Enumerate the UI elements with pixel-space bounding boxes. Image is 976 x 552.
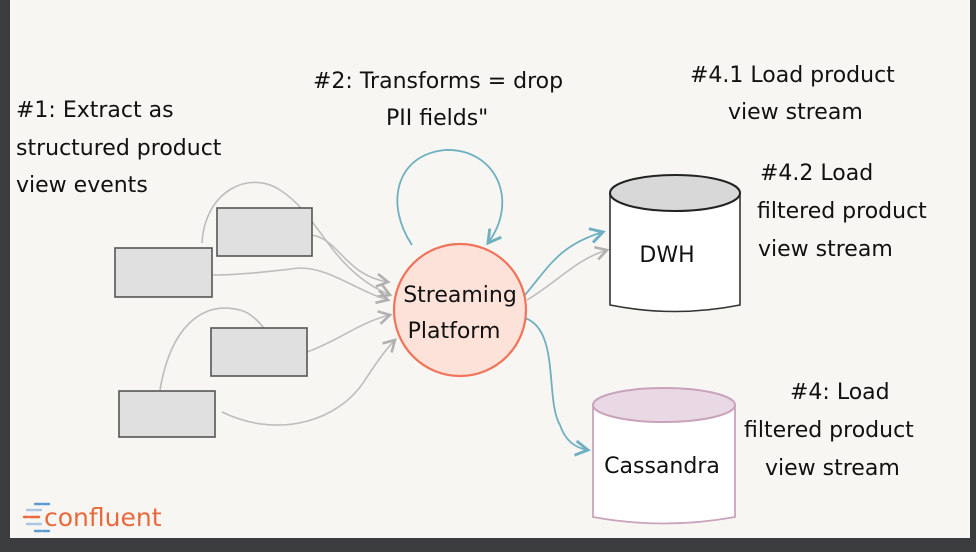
arrow-source-6 bbox=[221, 338, 397, 426]
source-box-3 bbox=[210, 327, 308, 377]
annotation-load-product-line1: #4.1 Load product bbox=[690, 63, 895, 88]
source-box-4 bbox=[118, 390, 216, 438]
annotation-load-dwh-line1: #4.2 Load bbox=[760, 161, 873, 186]
annotation-transform-line1: #2: Transforms = drop bbox=[313, 69, 563, 94]
arrow-to-cassandra bbox=[524, 317, 591, 457]
streaming-platform-node bbox=[392, 242, 528, 378]
annotation-extract-line3: view events bbox=[16, 173, 148, 198]
cassandra-database bbox=[592, 387, 736, 525]
source-box-2 bbox=[114, 247, 213, 298]
source-box-1 bbox=[216, 207, 313, 257]
arrow-to-dwh-1 bbox=[524, 227, 606, 296]
annotation-load-product-line2: view stream bbox=[728, 100, 863, 125]
confluent-logo-text: confluent bbox=[44, 503, 162, 532]
arrow-transform-loop bbox=[396, 149, 504, 246]
annotation-load-cassandra-line2: filtered product bbox=[744, 418, 914, 443]
confluent-logo-mark bbox=[22, 502, 51, 533]
arrow-source-4 bbox=[306, 310, 393, 353]
arrow-to-dwh-2 bbox=[526, 245, 610, 301]
annotation-load-dwh-line3: view stream bbox=[758, 237, 893, 262]
annotation-load-cassandra-line1: #4: Load bbox=[790, 380, 890, 405]
cassandra-label: Cassandra bbox=[604, 454, 720, 479]
arrow-source-1 bbox=[201, 181, 393, 298]
annotation-load-cassandra-line3: view stream bbox=[765, 456, 900, 481]
annotation-extract-line1: #1: Extract as bbox=[16, 98, 174, 123]
dwh-label: DWH bbox=[639, 243, 694, 268]
platform-label-line1: Streaming bbox=[403, 283, 517, 308]
dwh-database bbox=[609, 174, 741, 313]
arrow-source-3 bbox=[212, 267, 388, 300]
annotation-transform-line2: PII fields" bbox=[386, 106, 488, 131]
platform-label-line2: Platform bbox=[408, 319, 501, 344]
arrow-source-2 bbox=[311, 234, 391, 288]
annotation-load-dwh-line2: filtered product bbox=[757, 199, 927, 224]
annotation-extract-line2: structured product bbox=[16, 136, 222, 161]
